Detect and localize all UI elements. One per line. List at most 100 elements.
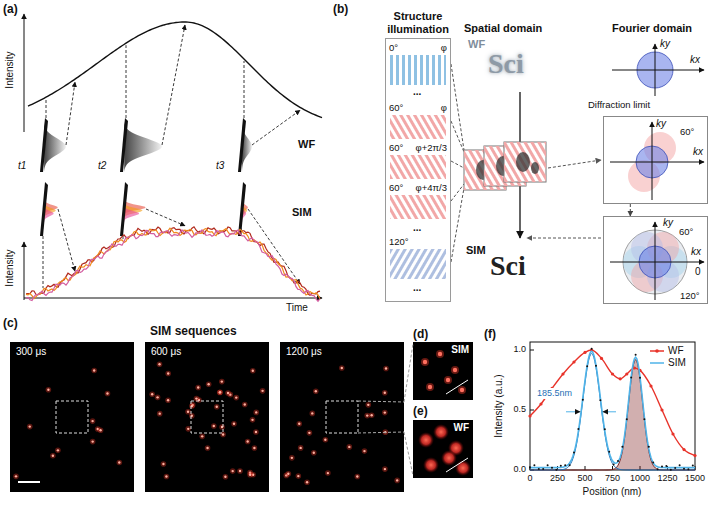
fluorescent-spot xyxy=(355,474,361,480)
fluorescent-spot xyxy=(162,463,164,465)
fluorescent-spot xyxy=(255,411,257,413)
data-point xyxy=(687,468,689,470)
axis-title: Intensity xyxy=(4,51,16,88)
plot-frame xyxy=(530,342,695,470)
fluorescent-spot xyxy=(157,361,163,367)
tick-mark xyxy=(530,410,534,411)
fluorescent-spot xyxy=(91,440,93,442)
tick-mark xyxy=(585,466,586,470)
axis-line xyxy=(24,298,322,299)
panel-label: (e) xyxy=(413,404,428,418)
fluorescent-spot xyxy=(299,447,301,449)
stripe-pattern xyxy=(390,115,446,139)
fluorescent-spot xyxy=(370,414,372,416)
axis-label: ky xyxy=(663,217,673,229)
fluorescent-spot xyxy=(324,439,326,441)
data-marker xyxy=(572,360,575,363)
zoom-image: SIM xyxy=(413,342,473,400)
fluorescent-spot xyxy=(221,380,223,382)
leader-arrow xyxy=(126,45,127,118)
fluorescent-spot xyxy=(211,423,217,429)
data-point xyxy=(683,468,685,470)
fluorescent-spot xyxy=(246,440,248,442)
ellipsis: ... xyxy=(413,222,421,234)
fluorescent-spot xyxy=(341,367,343,369)
data-marker xyxy=(693,454,696,457)
tick-label: 250 xyxy=(550,473,565,484)
fluorescent-spot xyxy=(118,461,120,463)
fluorescent-spot xyxy=(289,455,295,461)
spatial-domain-arrows xyxy=(451,64,601,262)
data-point xyxy=(692,464,694,466)
data-marker xyxy=(583,351,586,354)
pattern-tile: 120° xyxy=(388,236,448,280)
fluorescent-spot xyxy=(159,412,161,414)
fluorescent-spot xyxy=(99,429,101,431)
stripe-pattern xyxy=(390,55,446,85)
fluorescent-spot xyxy=(165,475,167,477)
fluorescent-spot xyxy=(451,366,459,374)
fluorescent-spot xyxy=(421,358,429,366)
tick-label: 1250 xyxy=(657,473,677,484)
tick-label: 750 xyxy=(605,473,620,484)
panel-label: (d) xyxy=(413,327,428,341)
width-arrow xyxy=(603,411,616,412)
leader-arrow xyxy=(548,160,601,168)
fluorescent-spot xyxy=(235,396,237,398)
fourier-box: kykx60° xyxy=(603,116,708,204)
data-marker xyxy=(682,448,685,451)
data-point xyxy=(679,464,681,466)
fluorescent-spot xyxy=(225,390,231,396)
annotation: Diffraction limit xyxy=(588,99,650,110)
fluorescent-spot xyxy=(255,431,257,433)
data-point xyxy=(586,365,588,367)
sim-intensity-trace xyxy=(26,230,320,301)
fluorescent-spot xyxy=(149,391,155,397)
fluorescent-spot xyxy=(91,368,97,374)
fourier-box: kykx60°0120° xyxy=(603,216,708,304)
fluorescent-spot xyxy=(250,417,256,423)
data-point xyxy=(577,428,579,430)
fluorescent-spot xyxy=(367,404,369,406)
fluorescent-spot xyxy=(458,386,466,394)
axis-label: kx xyxy=(691,246,701,258)
fluorescent-spot xyxy=(165,371,171,377)
fluorescent-spot xyxy=(446,378,450,382)
zoom-region xyxy=(191,401,223,433)
leader-line xyxy=(451,121,464,152)
fluorescent-spot xyxy=(13,474,19,480)
fluorescent-spot xyxy=(90,439,96,445)
fluorescent-spot xyxy=(233,395,239,401)
angle-label: 60° xyxy=(389,102,403,113)
axis-line xyxy=(655,44,656,96)
fluorescent-spot xyxy=(213,425,215,427)
fluorescent-spot xyxy=(52,455,54,457)
data-point xyxy=(538,468,540,470)
fluorescent-spot xyxy=(384,411,386,413)
fluorescent-spot xyxy=(157,411,163,417)
scale-bar xyxy=(18,481,40,483)
fluorescent-spot xyxy=(217,389,223,395)
panel-label: (a) xyxy=(3,2,18,16)
fluorescent-spot xyxy=(444,376,452,384)
angle-label: 60° xyxy=(389,142,403,153)
pattern-tile: 0°φ xyxy=(388,42,448,86)
phase-label: φ xyxy=(441,42,447,53)
fluorescent-spot xyxy=(428,385,432,389)
fluorescent-spot xyxy=(156,396,158,398)
axis-title: Intensity (a.u.) xyxy=(493,374,505,437)
illumination-panel: Structure illumination0°φ60°φ60°φ+2π/360… xyxy=(385,38,451,302)
fluorescent-spot xyxy=(46,387,52,393)
data-point xyxy=(529,467,531,469)
data-marker xyxy=(649,384,652,387)
fluorescent-spot xyxy=(187,428,189,430)
fluorescent-spot xyxy=(348,446,350,448)
profile-line xyxy=(446,458,468,472)
profile-line xyxy=(446,380,468,394)
time-label: 300 μs xyxy=(16,346,46,358)
width-arrow xyxy=(566,411,580,412)
column-heading: Fourier domain xyxy=(612,22,692,35)
intensity-profile xyxy=(44,121,66,172)
